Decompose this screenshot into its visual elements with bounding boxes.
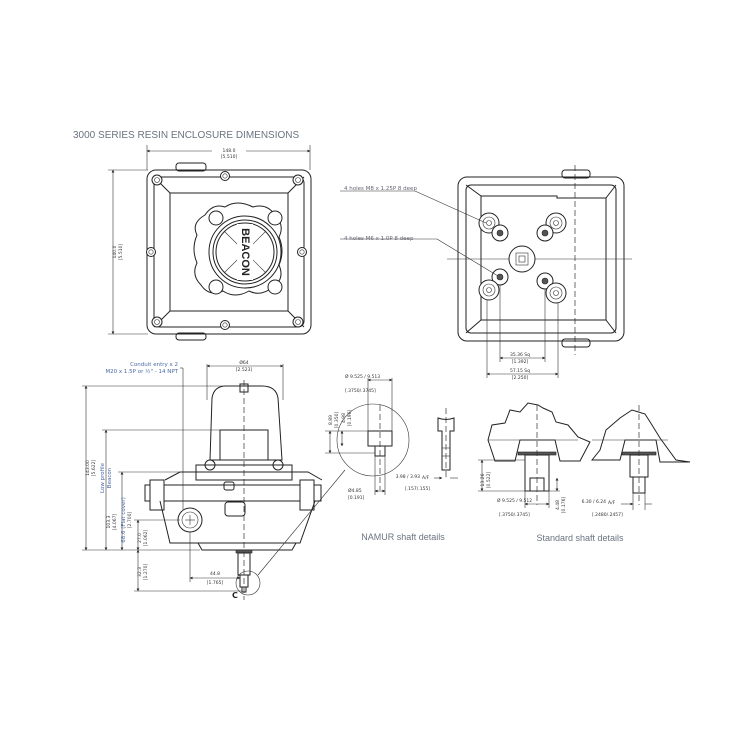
namur-af-mm: 3.98 / 3.93 [396,474,421,480]
namur-af-label: A/F [422,475,430,481]
low-profile-label: Low profile [100,462,106,493]
mounting-holes [478,212,567,304]
top-view: 148.0 [5.510] 140.0 [5.510] [108,145,312,341]
conduit-note-2: M20 x 1.5P or ½" - 14 NPT [105,368,178,375]
detail-c-marker [235,570,261,596]
h4-mm: 32.3 [137,567,143,577]
flat-cover-in: [2.700] [127,512,133,529]
conduit-note-1: Conduit entry x 2 [130,362,178,368]
dia-mm: Ø64 [239,359,248,366]
namur-dia-bottom-in: [0.191] [348,495,365,501]
h1-in: [4.067] [112,514,118,531]
namur-dia-top: Ø 9.525 / 9.513 [345,373,380,380]
standard-caption: Standard shaft details [536,533,624,543]
standard-h-in: [0.522] [486,472,492,489]
h1-mm: 103.3 [106,515,112,528]
namur-slot-in: [0.196] [347,410,353,427]
page-title: 3000 SERIES RESIN ENCLOSURE DIMENSIONS [73,130,300,141]
base-outline [457,176,625,342]
standard-af-in: [.2480/.2457] [592,512,623,518]
namur-h-in: [0.350] [334,412,340,429]
standard-flat-mm: 4.48 [555,500,561,510]
standard-h-mm: 13.26 [480,473,486,486]
namur-caption: NAMUR shaft details [361,532,445,542]
dia-in: [2.523] [236,367,253,373]
flat-cover-mm: 68.6 (Flat cover) [121,497,127,543]
beacon-label: Beacon [107,467,113,488]
side-view: Conduit entry x 2 M20 x 1.5P or ½" - 14 … [82,359,346,600]
standard-dia-in: [.3750/.3745] [499,512,530,518]
beacon-indicator: BEACON [193,202,283,296]
namur-af-in: [.157/.155] [405,486,430,492]
m6-holes-note: 4 holes M6 x 1.0P 8 deep [344,236,414,242]
standard-shaft-details: 13.26 [0.522] Ø 9.525 / 9.512 [.3750/.37… [478,402,691,543]
namur-dia-top-in: [.3750/.3745] [345,388,376,394]
offset-mm: 44.8 [210,571,220,577]
height-mm: 140.0 [112,245,118,258]
beacon-logo: BEACON [239,228,251,276]
sq2-mm: 57.15 Sq [510,368,530,374]
bottom-view: 4 holes M8 x 1.25P 8 deep 4 holes M6 x 1… [340,165,632,381]
cover-screws [146,171,307,330]
namur-slot-mm: 4.98 [341,413,347,423]
namur-shaft-details: Ø 9.525 / 9.513 [.3750/.3745] 8.89 [0.35… [325,373,458,542]
detail-c-label: C [232,591,238,600]
sq2-in: [2.250] [512,375,529,381]
sq1-in: [1.392] [512,359,529,365]
width-mm: 148.0 [223,148,236,154]
h4-in: [1.270] [143,564,149,581]
total-height-mm: 143.00 [85,460,91,476]
standard-af-label: A/F [608,500,616,506]
sq1-mm: 35.36 Sq [510,352,530,358]
height-in: [5.510] [118,244,124,261]
total-height-in: [5.622] [91,460,97,477]
standard-af-mm: 6.30 / 6.24 [582,499,607,505]
namur-dia-bottom-mm: Ø4.85 [348,487,362,494]
width-in: [5.510] [221,154,238,160]
h3-in: [1.062] [143,530,149,547]
h3-mm: 27.0 [137,533,143,543]
offset-in: [1.765] [207,580,224,586]
m8-holes-note: 4 holes M8 x 1.25P 8 deep [344,186,417,192]
enclosure-outline [146,169,312,335]
standard-flat-in: [0.176] [561,497,567,514]
namur-h-mm: 8.89 [328,415,334,425]
standard-dia-mm: Ø 9.525 / 9.512 [497,497,532,504]
